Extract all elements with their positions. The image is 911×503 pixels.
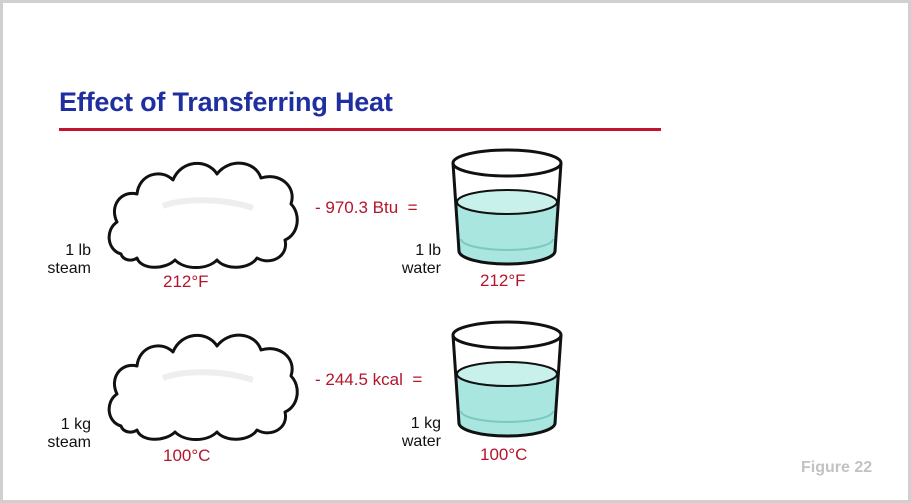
water-temperature: 212°F — [480, 271, 526, 290]
steam-temperature: 212°F — [163, 272, 209, 291]
heat-removed-equation: - 970.3 Btu = — [315, 198, 418, 217]
steam-temperature: 100°C — [163, 446, 211, 465]
water-glass-icon — [451, 320, 563, 438]
water-word: water — [401, 260, 441, 277]
water-quantity-label: 1 lb water — [389, 242, 441, 278]
steam-cloud-icon — [107, 333, 299, 441]
water-temperature: 100°C — [480, 445, 528, 464]
figure-label: Figure 22 — [801, 459, 873, 476]
water-qty: 1 lb — [415, 242, 441, 259]
water-qty: 1 kg — [410, 415, 441, 432]
heat-removed-equation: - 244.5 kcal = — [315, 370, 423, 389]
steam-word: steam — [47, 434, 91, 451]
water-word: water — [401, 433, 441, 450]
water-glass-icon — [451, 148, 563, 266]
steam-word: steam — [47, 260, 91, 277]
water-quantity-label: 1 kg water — [389, 415, 441, 451]
slide: Effect of Transferring Heat 1 lb steam 2… — [3, 3, 908, 500]
steam-qty: 1 lb — [65, 242, 91, 259]
title-underline — [59, 128, 661, 131]
steam-qty: 1 kg — [60, 416, 91, 433]
steam-cloud-icon — [107, 161, 299, 269]
steam-quantity-label: 1 kg steam — [43, 416, 91, 452]
slide-title: Effect of Transferring Heat — [59, 87, 393, 117]
steam-quantity-label: 1 lb steam — [43, 242, 91, 278]
